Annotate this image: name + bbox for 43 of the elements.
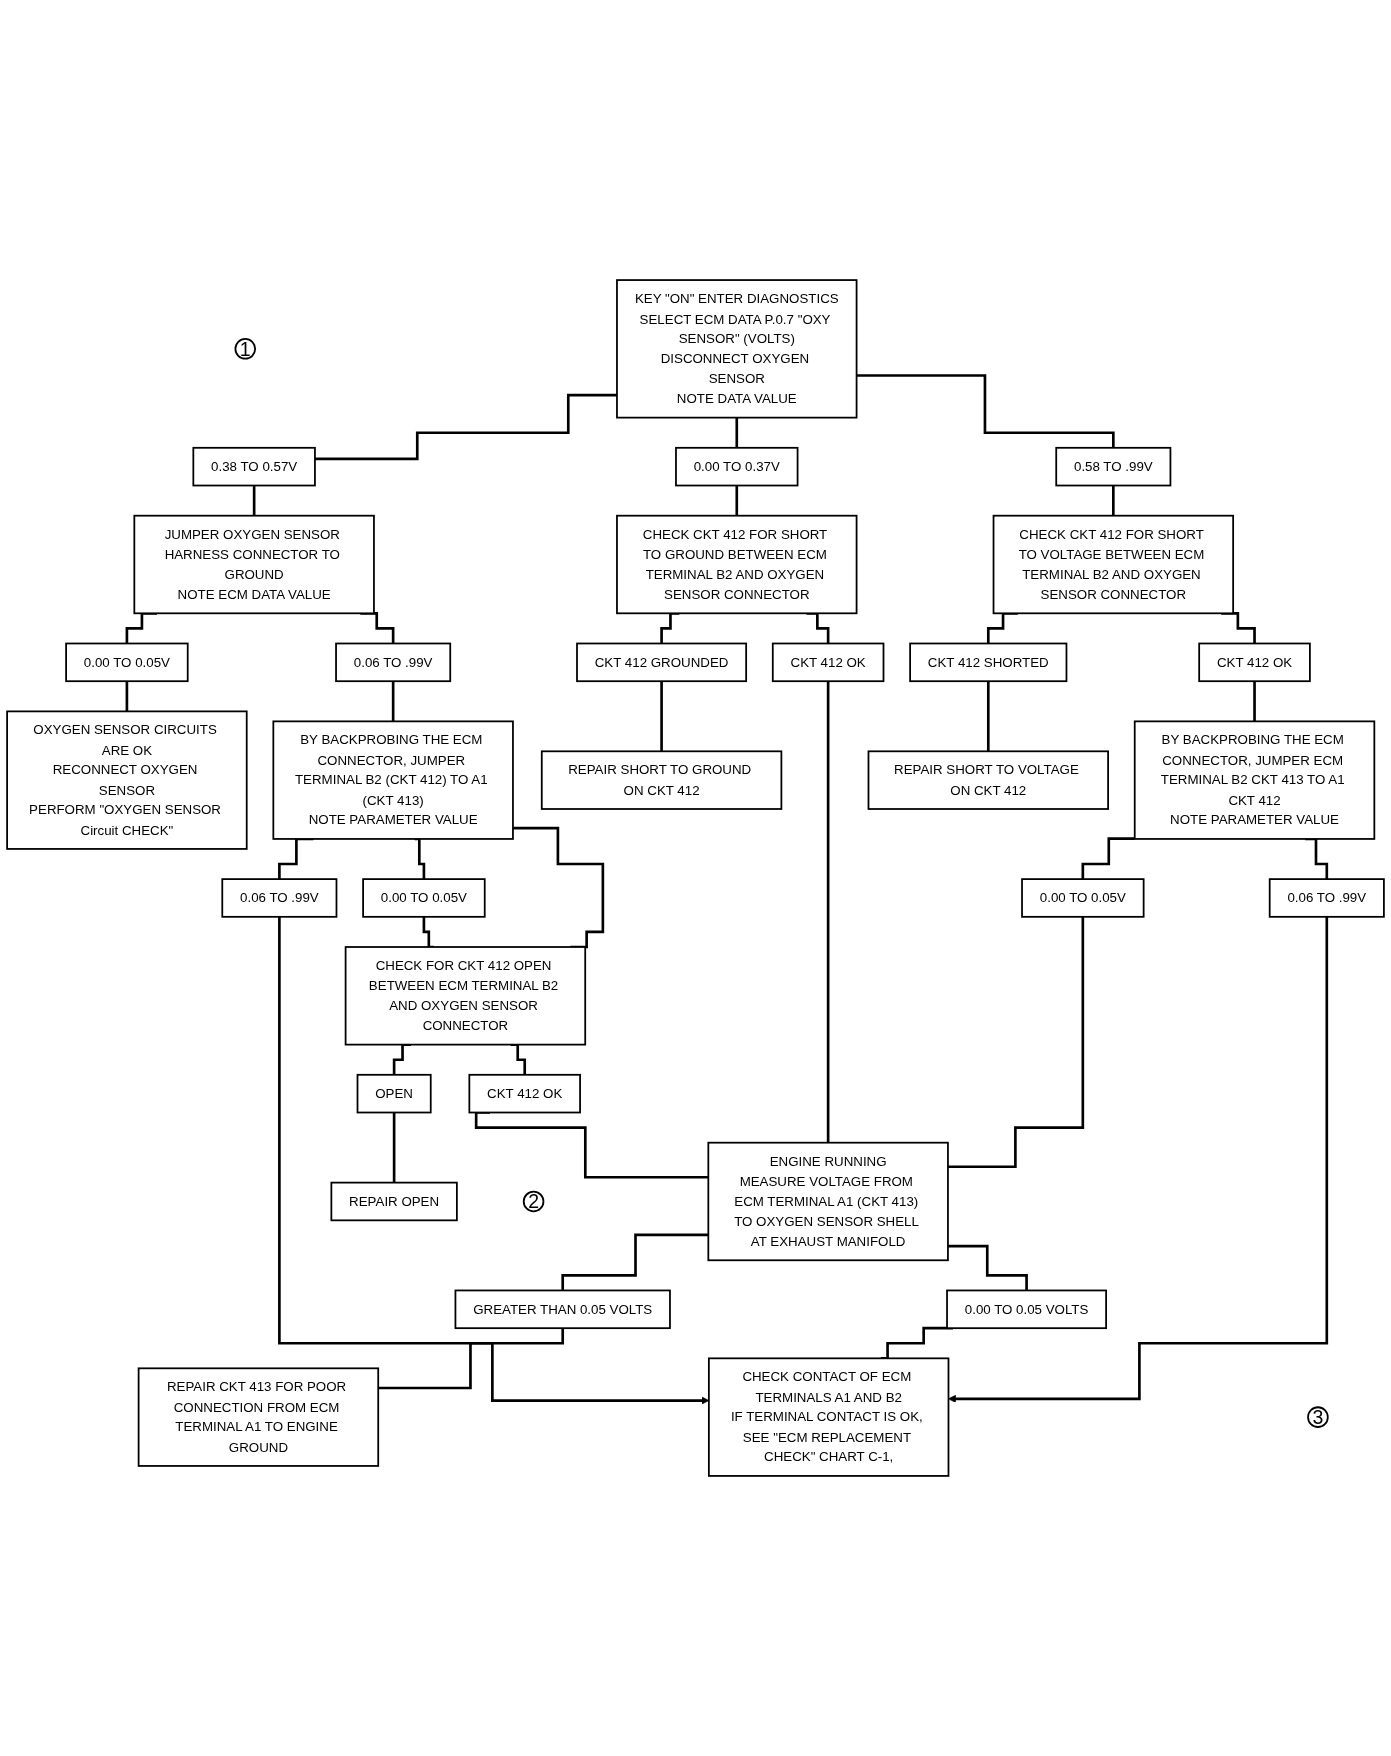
node-box: 0.06 TO .99V: [221, 878, 338, 918]
node-box: 0.00 TO 0.05V: [362, 878, 486, 918]
connector: [314, 393, 617, 461]
node-box: CHECK CKT 412 FOR SHORT TO VOLTAGE BETWEEN ECM TERMINAL B2 AND OXYGEN SENSOR CONNECTOR: [992, 514, 1235, 615]
node-box: 0.06 TO .99V: [335, 642, 452, 683]
node-box: CKT 412 OK: [468, 1073, 581, 1114]
node-box: GREATER THAN 0.05 VOLTS: [454, 1289, 671, 1330]
connector: [512, 826, 605, 949]
connector: [1081, 837, 1135, 881]
arrow: [948, 915, 1329, 1403]
connector: [392, 1111, 396, 1184]
node-box: CHECK CONTACT OF ECM TERMINALS A1 AND B2 IF TERMINAL CONTACT IS OK, SEE "ECM REPLACEMENT CHECK" CHART C-1,: [708, 1357, 950, 1477]
node-box: CKT 412 OK: [1198, 642, 1311, 683]
node-box: CKT 412 GROUNDED: [576, 642, 748, 683]
node-box: 0.58 TO .99V: [1055, 446, 1172, 487]
node-box: CKT 412 OK: [771, 642, 885, 683]
connector: [947, 1244, 1028, 1292]
node-box: BY BACKPROBING THE ECM CONNECTOR, JUMPER ECM TERMINAL B2 CKT 413 TO A1 CKT 412 NOTE PARAMETER VALUE: [1133, 720, 1376, 840]
node-box: REPAIR CKT 413 FOR POOR CONNECTION FROM ECM TERMINAL A1 TO ENGINE GROUND: [137, 1367, 380, 1467]
node-box: REPAIR SHORT TO GROUND ON CKT 412: [540, 750, 783, 810]
node-circle: 2: [522, 1190, 545, 1213]
node-box: OXYGEN SENSOR CIRCUITS ARE OK RECONNECT OXYGEN SENSOR PERFORM "OXYGEN SENSOR Circuit CHECK": [6, 710, 248, 850]
node-box: 0.00 TO 0.05 VOLTS: [946, 1289, 1107, 1330]
connector: [561, 1233, 709, 1292]
node-box: 0.00 TO 0.05V: [1021, 878, 1145, 918]
node-circle: 1: [234, 338, 257, 360]
node-circle: 3: [1307, 1406, 1329, 1428]
node-box: KEY "ON" ENTER DIAGNOSTICS SELECT ECM DATA P.0.7 "OXY SENSOR" (VOLTS) DISCONNECT OXYGEN SENSOR NOTE DATA VALUE: [616, 279, 858, 419]
node-box: 0.00 TO 0.05V: [65, 642, 189, 683]
node-box: 0.06 TO .99V: [1268, 878, 1385, 918]
node-box: REPAIR SHORT TO VOLTAGE ON CKT 412: [867, 750, 1109, 810]
connector: [947, 915, 1085, 1169]
node-box: BY BACKPROBING THE ECM CONNECTOR, JUMPER TERMINAL B2 (CKT 412) TO A1 (CKT 413) NOTE PARAMETER VALUE: [272, 720, 514, 840]
node-box: 0.38 TO 0.57V: [192, 446, 316, 487]
connector: [474, 1111, 709, 1179]
node-box: ENGINE RUNNING MEASURE VOLTAGE FROM ECM TERMINAL A1 (CKT 413) TO OXYGEN SENSOR SHELL AT EXHAUST MANIFOLD: [707, 1141, 949, 1262]
node-box: 0.00 TO 0.37V: [675, 446, 799, 487]
node-box: JUMPER OXYGEN SENSOR HARNESS CONNECTOR TO GROUND NOTE ECM DATA VALUE: [133, 514, 375, 615]
node-box: CHECK FOR CKT 412 OPEN BETWEEN ECM TERMINAL B2 AND OXYGEN SENSOR CONNECTOR: [344, 946, 587, 1046]
node-box: CHECK CKT 412 FOR SHORT TO GROUND BETWEEN ECM TERMINAL B2 AND OXYGEN SENSOR CONNECTOR: [616, 514, 858, 615]
node-box: OPEN: [356, 1073, 432, 1114]
node-box: REPAIR OPEN: [330, 1181, 458, 1222]
node-box: CKT 412 SHORTED: [909, 642, 1068, 683]
